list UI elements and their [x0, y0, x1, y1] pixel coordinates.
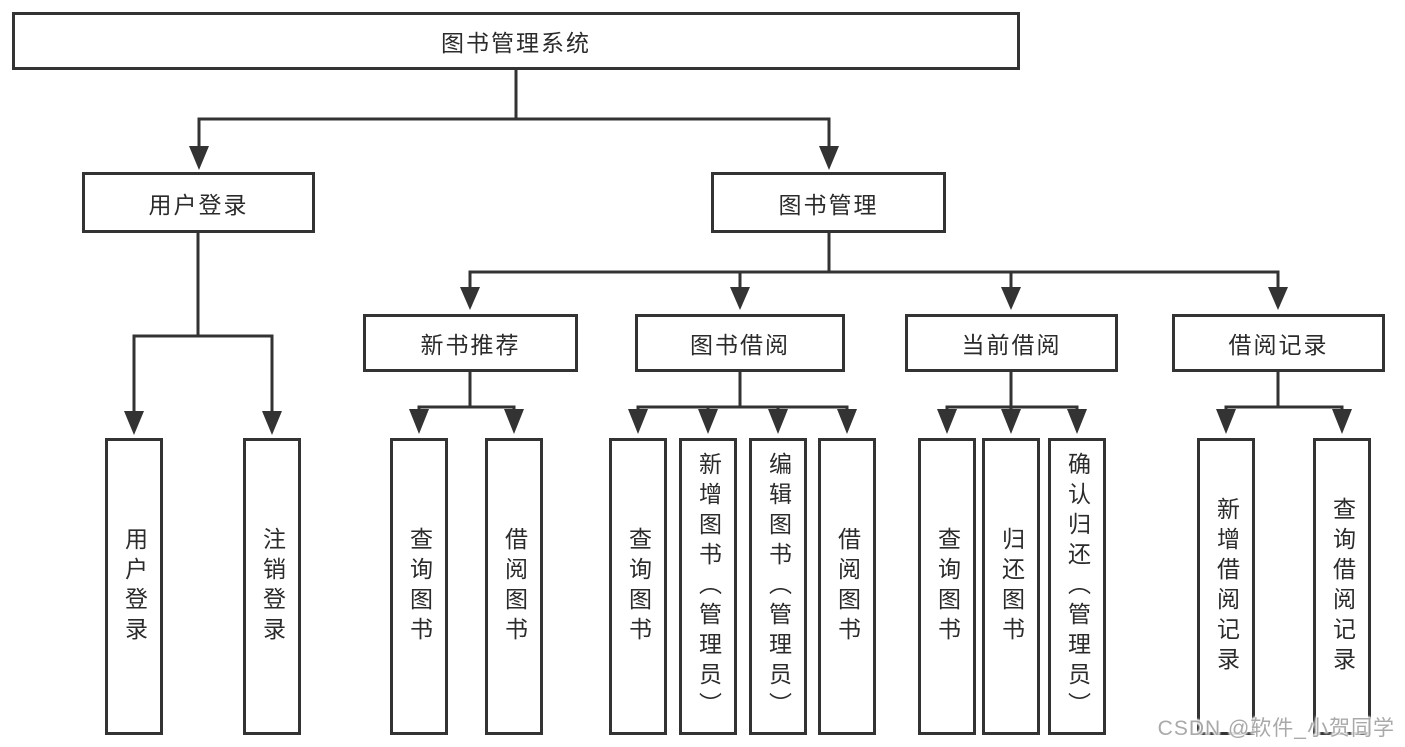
leaf-label: 注销登录: [259, 526, 286, 647]
leaf-label: 查询图书: [625, 526, 652, 647]
leaf-label: 借阅图书: [834, 526, 861, 647]
node-new-book-recommend: 新书推荐: [363, 314, 578, 372]
leaf-label: 用户登录: [121, 526, 148, 647]
leaf-add-book-admin: 新增图书（管理员）: [679, 438, 737, 735]
node-user-login: 用户登录: [82, 172, 315, 233]
watermark: CSDN @软件_小贺同学: [1157, 717, 1395, 740]
leaf-logout: 注销登录: [243, 438, 301, 735]
leaf-edit-book-admin: 编辑图书（管理员）: [749, 438, 807, 735]
leaf-label: 编辑图书（管理员）: [765, 451, 792, 722]
leaf-label: 查询借阅记录: [1329, 496, 1356, 677]
leaf-query-book-current: 查询图书: [918, 438, 976, 735]
node-book-management: 图书管理: [711, 172, 946, 233]
leaf-add-borrow-record: 新增借阅记录: [1197, 438, 1255, 735]
leaf-label: 新增借阅记录: [1213, 496, 1240, 677]
leaf-query-borrow-record: 查询借阅记录: [1313, 438, 1371, 735]
node-root: 图书管理系统: [12, 12, 1020, 70]
node-borrow-records: 借阅记录: [1172, 314, 1385, 372]
leaf-borrow-book-recommend: 借阅图书: [485, 438, 543, 735]
leaf-label: 查询图书: [406, 526, 433, 647]
leaf-user-login: 用户登录: [105, 438, 163, 735]
node-current-borrow: 当前借阅: [905, 314, 1118, 372]
leaf-confirm-return-admin: 确认归还（管理员）: [1048, 438, 1106, 735]
leaf-borrow-book: 借阅图书: [818, 438, 876, 735]
leaf-return-book: 归还图书: [982, 438, 1040, 735]
leaf-label: 新增图书（管理员）: [695, 451, 722, 722]
leaf-label: 查询图书: [934, 526, 961, 647]
leaf-label: 确认归还（管理员）: [1064, 451, 1091, 722]
leaf-label: 归还图书: [998, 526, 1025, 647]
leaf-query-book-recommend: 查询图书: [390, 438, 448, 735]
node-book-borrow: 图书借阅: [635, 314, 845, 372]
leaf-query-book-borrow: 查询图书: [609, 438, 667, 735]
leaf-label: 借阅图书: [501, 526, 528, 647]
